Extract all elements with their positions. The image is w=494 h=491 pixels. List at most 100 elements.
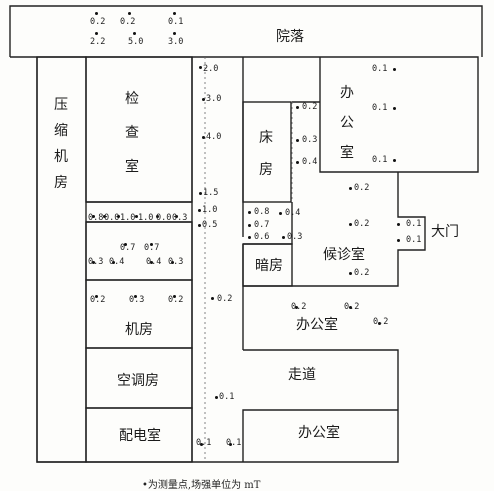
- measurement-dot: [173, 32, 176, 35]
- measurement-dot: [173, 295, 176, 298]
- label-ward: 床房: [259, 130, 273, 178]
- measurement-value: 0.1: [372, 64, 388, 74]
- measurement-value: 0.7: [144, 243, 160, 253]
- measurement-dot: [296, 139, 299, 142]
- measurement-dot: [117, 215, 120, 218]
- measurement-dot: [296, 106, 299, 109]
- measurement-value: 0.3: [88, 257, 104, 267]
- measurement-value: 0.7: [254, 220, 270, 230]
- measurement-value: 1.0: [202, 205, 218, 215]
- bottom-office-outline: [242, 409, 398, 462]
- measurement-value: 0.4: [109, 257, 125, 267]
- measurement-dot: [397, 223, 400, 226]
- measurement-value: 0.2: [354, 268, 370, 278]
- measurement-dot: [95, 32, 98, 35]
- measurement-dot: [95, 12, 98, 15]
- measurement-dot: [103, 215, 106, 218]
- measurement-dot: [282, 236, 285, 239]
- measurement-value: 1.0: [120, 213, 136, 223]
- label-waiting-room: 候诊室: [323, 247, 365, 263]
- measurement-dot: [378, 322, 381, 325]
- measurement-dot: [393, 159, 396, 162]
- measurement-value: 0.2: [354, 219, 370, 229]
- measurement-dot: [92, 215, 95, 218]
- measurement-dot: [349, 306, 352, 309]
- caption: •为测量点,场强单位为 mT: [142, 480, 261, 491]
- measurement-value: 0.4: [302, 157, 318, 167]
- measurement-value: 0.1: [196, 438, 212, 448]
- label-yard: 院落: [276, 29, 304, 45]
- measurement-dot: [349, 187, 352, 190]
- measurement-dot: [95, 295, 98, 298]
- measurement-dot: [211, 297, 214, 300]
- measurement-dot: [150, 243, 153, 246]
- measurement-value: 2.0: [203, 64, 219, 74]
- measurement-value: 0.1: [406, 219, 422, 229]
- measurement-value: 0.4: [285, 208, 301, 218]
- measurement-value: 0.3: [287, 232, 303, 242]
- measurement-value: 0.1: [372, 155, 388, 165]
- measurement-dot: [134, 295, 137, 298]
- outer-boundary: [9, 5, 483, 57]
- measurement-value: 0.2: [90, 295, 106, 305]
- measurement-value: 0.2: [373, 317, 389, 327]
- measurement-dot: [92, 261, 95, 264]
- measurement-dot: [199, 192, 202, 195]
- label-compressor-room: 压缩机房: [54, 97, 68, 191]
- measurement-value: 0.8: [254, 207, 270, 217]
- label-office-bottom: 办公室: [298, 425, 340, 441]
- measurement-dot: [248, 224, 251, 227]
- measurement-dot: [173, 12, 176, 15]
- measurement-dot: [200, 443, 203, 446]
- measurement-dot: [393, 107, 396, 110]
- measurement-value: 4.0: [206, 132, 222, 142]
- measurement-value: 0.6: [254, 232, 270, 242]
- measurement-dot: [171, 261, 174, 264]
- measurement-dot: [112, 261, 115, 264]
- measurement-dot: [296, 161, 299, 164]
- measurement-value: 0.1: [168, 17, 184, 27]
- measurement-dot: [295, 306, 298, 309]
- measurement-value: 0.4: [146, 257, 162, 267]
- measurement-value: 0.2: [120, 17, 136, 27]
- measurement-value: 0.5: [202, 220, 218, 230]
- measurement-value: 0.2: [291, 302, 307, 312]
- label-power-room: 配电室: [119, 428, 161, 444]
- measurement-value: 3.0: [206, 94, 222, 104]
- measurement-value: 5.0: [128, 37, 144, 47]
- top-right-office-outline: [319, 56, 479, 173]
- measurement-value: 1.0: [138, 213, 154, 223]
- measurement-value: 0.8: [88, 213, 104, 223]
- measurement-dot: [349, 272, 352, 275]
- label-office-top-right: 办公室: [340, 85, 354, 161]
- measurement-value: 0.2: [354, 183, 370, 193]
- label-corridor: 走道: [288, 367, 316, 383]
- measurement-value: 0.1: [226, 438, 242, 448]
- measurement-dot: [175, 215, 178, 218]
- label-inspection-room: 检查室: [125, 91, 139, 175]
- measurement-dot: [248, 236, 251, 239]
- measurement-value: 0.2: [344, 302, 360, 312]
- measurement-dot: [393, 68, 396, 71]
- measurement-dot: [349, 223, 352, 226]
- measurement-dot: [202, 136, 205, 139]
- measurement-value: 1.5: [203, 188, 219, 198]
- measurement-dot: [124, 243, 127, 246]
- label-darkroom: 暗房: [255, 258, 283, 274]
- measurement-dot: [199, 66, 202, 69]
- measurement-dot: [150, 261, 153, 264]
- measurement-dot: [133, 32, 136, 35]
- measurement-value: 0.7: [120, 243, 136, 253]
- measurement-value: 0.3: [172, 213, 188, 223]
- measurement-value: 0.2: [302, 102, 318, 112]
- label-machine-room: 机房: [125, 322, 153, 338]
- measurement-value: 0.1: [219, 392, 235, 402]
- measurement-value: 2.2: [90, 37, 106, 47]
- measurement-dot: [198, 209, 201, 212]
- measurement-value: 0.2: [217, 294, 233, 304]
- measurement-value: 0.3: [129, 295, 145, 305]
- label-aircon-room: 空调房: [117, 373, 159, 389]
- measurement-value: 0.3: [168, 257, 184, 267]
- measurement-dot: [397, 239, 400, 242]
